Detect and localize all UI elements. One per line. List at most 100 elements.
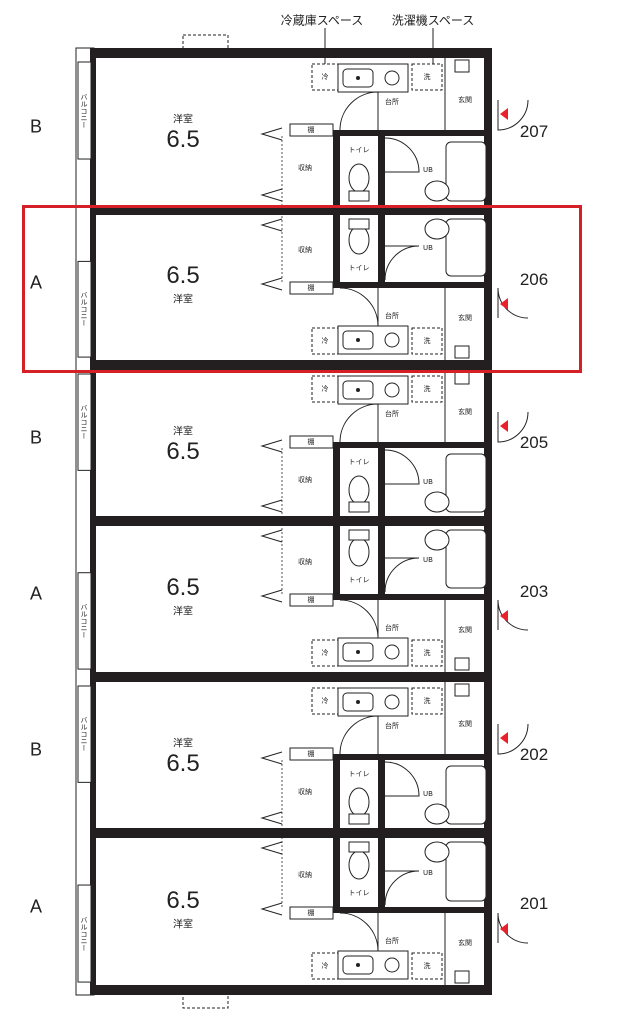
toilet-label: トイレ: [348, 889, 370, 897]
unit-type-label: B: [29, 116, 43, 136]
kitchen-label: 台所: [385, 410, 399, 418]
toilet-door: [339, 715, 379, 755]
fridge-space: [311, 952, 339, 980]
fridge-space: [311, 327, 339, 355]
shelf-label: 棚: [307, 284, 315, 292]
horizontal-wall: [90, 672, 492, 682]
shelf-label: 棚: [307, 438, 315, 446]
drain-icon: [356, 700, 360, 704]
folding-door: [260, 218, 283, 232]
drain-icon: [356, 76, 360, 80]
bathtub-icon: [445, 529, 487, 589]
washbasin-icon: [424, 491, 450, 513]
western-room-label: 洋室: [173, 294, 193, 306]
toilet-door: [339, 287, 379, 327]
toilet-door: [339, 91, 379, 131]
washbasin-icon: [424, 529, 450, 551]
washbasin-icon: [424, 841, 450, 863]
western-room-label: 洋室: [173, 919, 193, 931]
interior-wall: [340, 907, 490, 913]
shelf: [289, 747, 334, 761]
bath-label: UB: [423, 244, 433, 252]
stove-icon: [384, 957, 400, 973]
entrance-door: [497, 723, 529, 755]
fridge-space: [311, 375, 339, 403]
folding-door: [260, 277, 283, 291]
unit-type-label: A: [29, 272, 43, 292]
drain-icon: [356, 963, 360, 967]
folding-door: [260, 751, 283, 765]
interior-wall: [333, 130, 340, 205]
shelf: [289, 281, 334, 295]
bath-label: UB: [423, 790, 433, 798]
entrance-arrow-icon: [500, 298, 508, 310]
toilet-label: トイレ: [348, 576, 370, 584]
stove-icon: [384, 70, 400, 86]
entrance-label: 玄関: [458, 96, 472, 104]
fridge-space: [311, 639, 339, 667]
bathtub-icon: [445, 141, 487, 202]
horizontal-wall: [90, 360, 492, 370]
room-size-label: 6.5: [166, 262, 200, 289]
entrance-arrow-icon: [500, 108, 508, 120]
entrance-arrow-icon: [500, 923, 508, 935]
folding-door: [260, 529, 283, 543]
entrance-label: 玄関: [458, 626, 472, 634]
folding-door: [260, 811, 283, 825]
toilet-tank: [348, 529, 370, 541]
shoe-box: [454, 683, 470, 697]
toilet-door: [339, 912, 379, 952]
shoe-box: [454, 657, 470, 671]
bath-door: [384, 245, 420, 281]
storage-label: 収納: [298, 558, 312, 566]
entrance-door: [497, 411, 529, 443]
stove-icon: [384, 694, 400, 710]
toilet-icon: [348, 537, 370, 567]
bath-door: [384, 761, 420, 797]
fridge-label: 冷: [321, 73, 329, 81]
kitchen-label: 台所: [385, 312, 399, 320]
drain-icon: [356, 388, 360, 392]
toilet-tank: [348, 813, 370, 825]
storage-label: 収納: [298, 164, 312, 172]
western-room-label: 洋室: [173, 606, 193, 618]
toilet-icon: [348, 850, 370, 880]
selected-unit-highlight: [22, 205, 582, 373]
washer-space: [411, 327, 443, 355]
toilet-tank: [348, 501, 370, 513]
fridge-label: 冷: [321, 337, 329, 345]
storage-label: 収納: [298, 246, 312, 254]
entrance-label: 玄関: [458, 314, 472, 322]
balcony-label: バルコニー: [80, 93, 88, 128]
shelf-label: 棚: [307, 750, 315, 758]
shoe-box: [454, 59, 470, 73]
fridge-label: 冷: [321, 697, 329, 705]
interior-wall: [378, 215, 385, 282]
kitchen-label: 台所: [385, 937, 399, 945]
kitchen-label: 台所: [385, 624, 399, 632]
bath-door: [384, 557, 420, 593]
interior-wall: [333, 526, 340, 600]
room-size-label: 6.5: [166, 438, 200, 465]
entrance-label: 玄関: [458, 720, 472, 728]
balcony-label: バルコニー: [80, 291, 88, 327]
interior-wall: [340, 754, 490, 760]
toilet-label: トイレ: [348, 264, 370, 272]
folding-door: [260, 589, 283, 603]
bath-door: [384, 137, 420, 173]
interior-wall: [378, 526, 385, 594]
bathtub-icon: [445, 841, 487, 902]
entrance-label: 玄関: [458, 939, 472, 947]
interior-wall: [333, 442, 340, 516]
toilet-tank: [348, 841, 370, 853]
interior-wall: [340, 282, 490, 288]
bathtub-icon: [445, 765, 487, 825]
unit-type-label: B: [29, 739, 43, 760]
interior-wall: [340, 442, 490, 448]
washer-space: [411, 63, 443, 91]
kitchen-label: 台所: [385, 98, 399, 106]
western-room-label: 洋室: [173, 738, 193, 750]
horizontal-wall: [90, 205, 492, 215]
bath-label: UB: [423, 869, 433, 877]
washer-label: 洗: [423, 73, 431, 81]
